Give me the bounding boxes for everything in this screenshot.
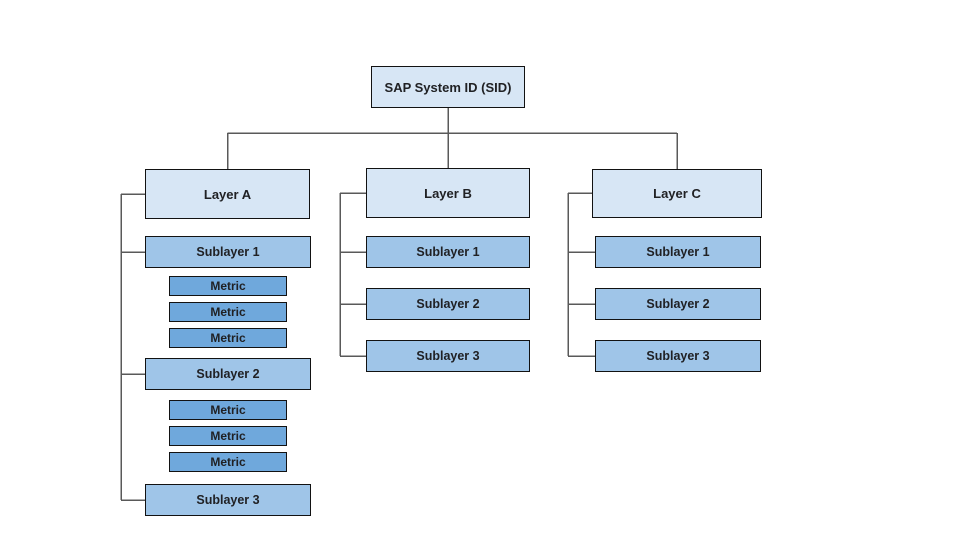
layer-c-sublayer-3-node: Sublayer 3 — [595, 340, 761, 372]
layer-b-node: Layer B — [366, 168, 530, 218]
layer-a-sublayer-1-metric-3-node: Metric — [169, 328, 287, 348]
layer-a-sublayer-1-metric-1-node: Metric — [169, 276, 287, 296]
layer-a-sublayer-2-metric-1-node: Metric — [169, 400, 287, 420]
layer-a-sublayer-1-node: Sublayer 1 — [145, 236, 311, 268]
layer-b-sublayer-2-node: Sublayer 2 — [366, 288, 530, 320]
layer-c-node: Layer C — [592, 169, 762, 218]
layer-b-sublayer-3-node: Sublayer 3 — [366, 340, 530, 372]
layer-a-sublayer-2-metric-2-node: Metric — [169, 426, 287, 446]
layer-c-sublayer-1-node: Sublayer 1 — [595, 236, 761, 268]
layer-a-node: Layer A — [145, 169, 310, 219]
layer-a-sublayer-2-metric-3-node: Metric — [169, 452, 287, 472]
layer-c-sublayer-2-node: Sublayer 2 — [595, 288, 761, 320]
layer-a-sublayer-3-node: Sublayer 3 — [145, 484, 311, 516]
layer-a-sublayer-1-metric-2-node: Metric — [169, 302, 287, 322]
root-node-sap-sid: SAP System ID (SID) — [371, 66, 525, 108]
layer-a-sublayer-2-node: Sublayer 2 — [145, 358, 311, 390]
layer-b-sublayer-1-node: Sublayer 1 — [366, 236, 530, 268]
